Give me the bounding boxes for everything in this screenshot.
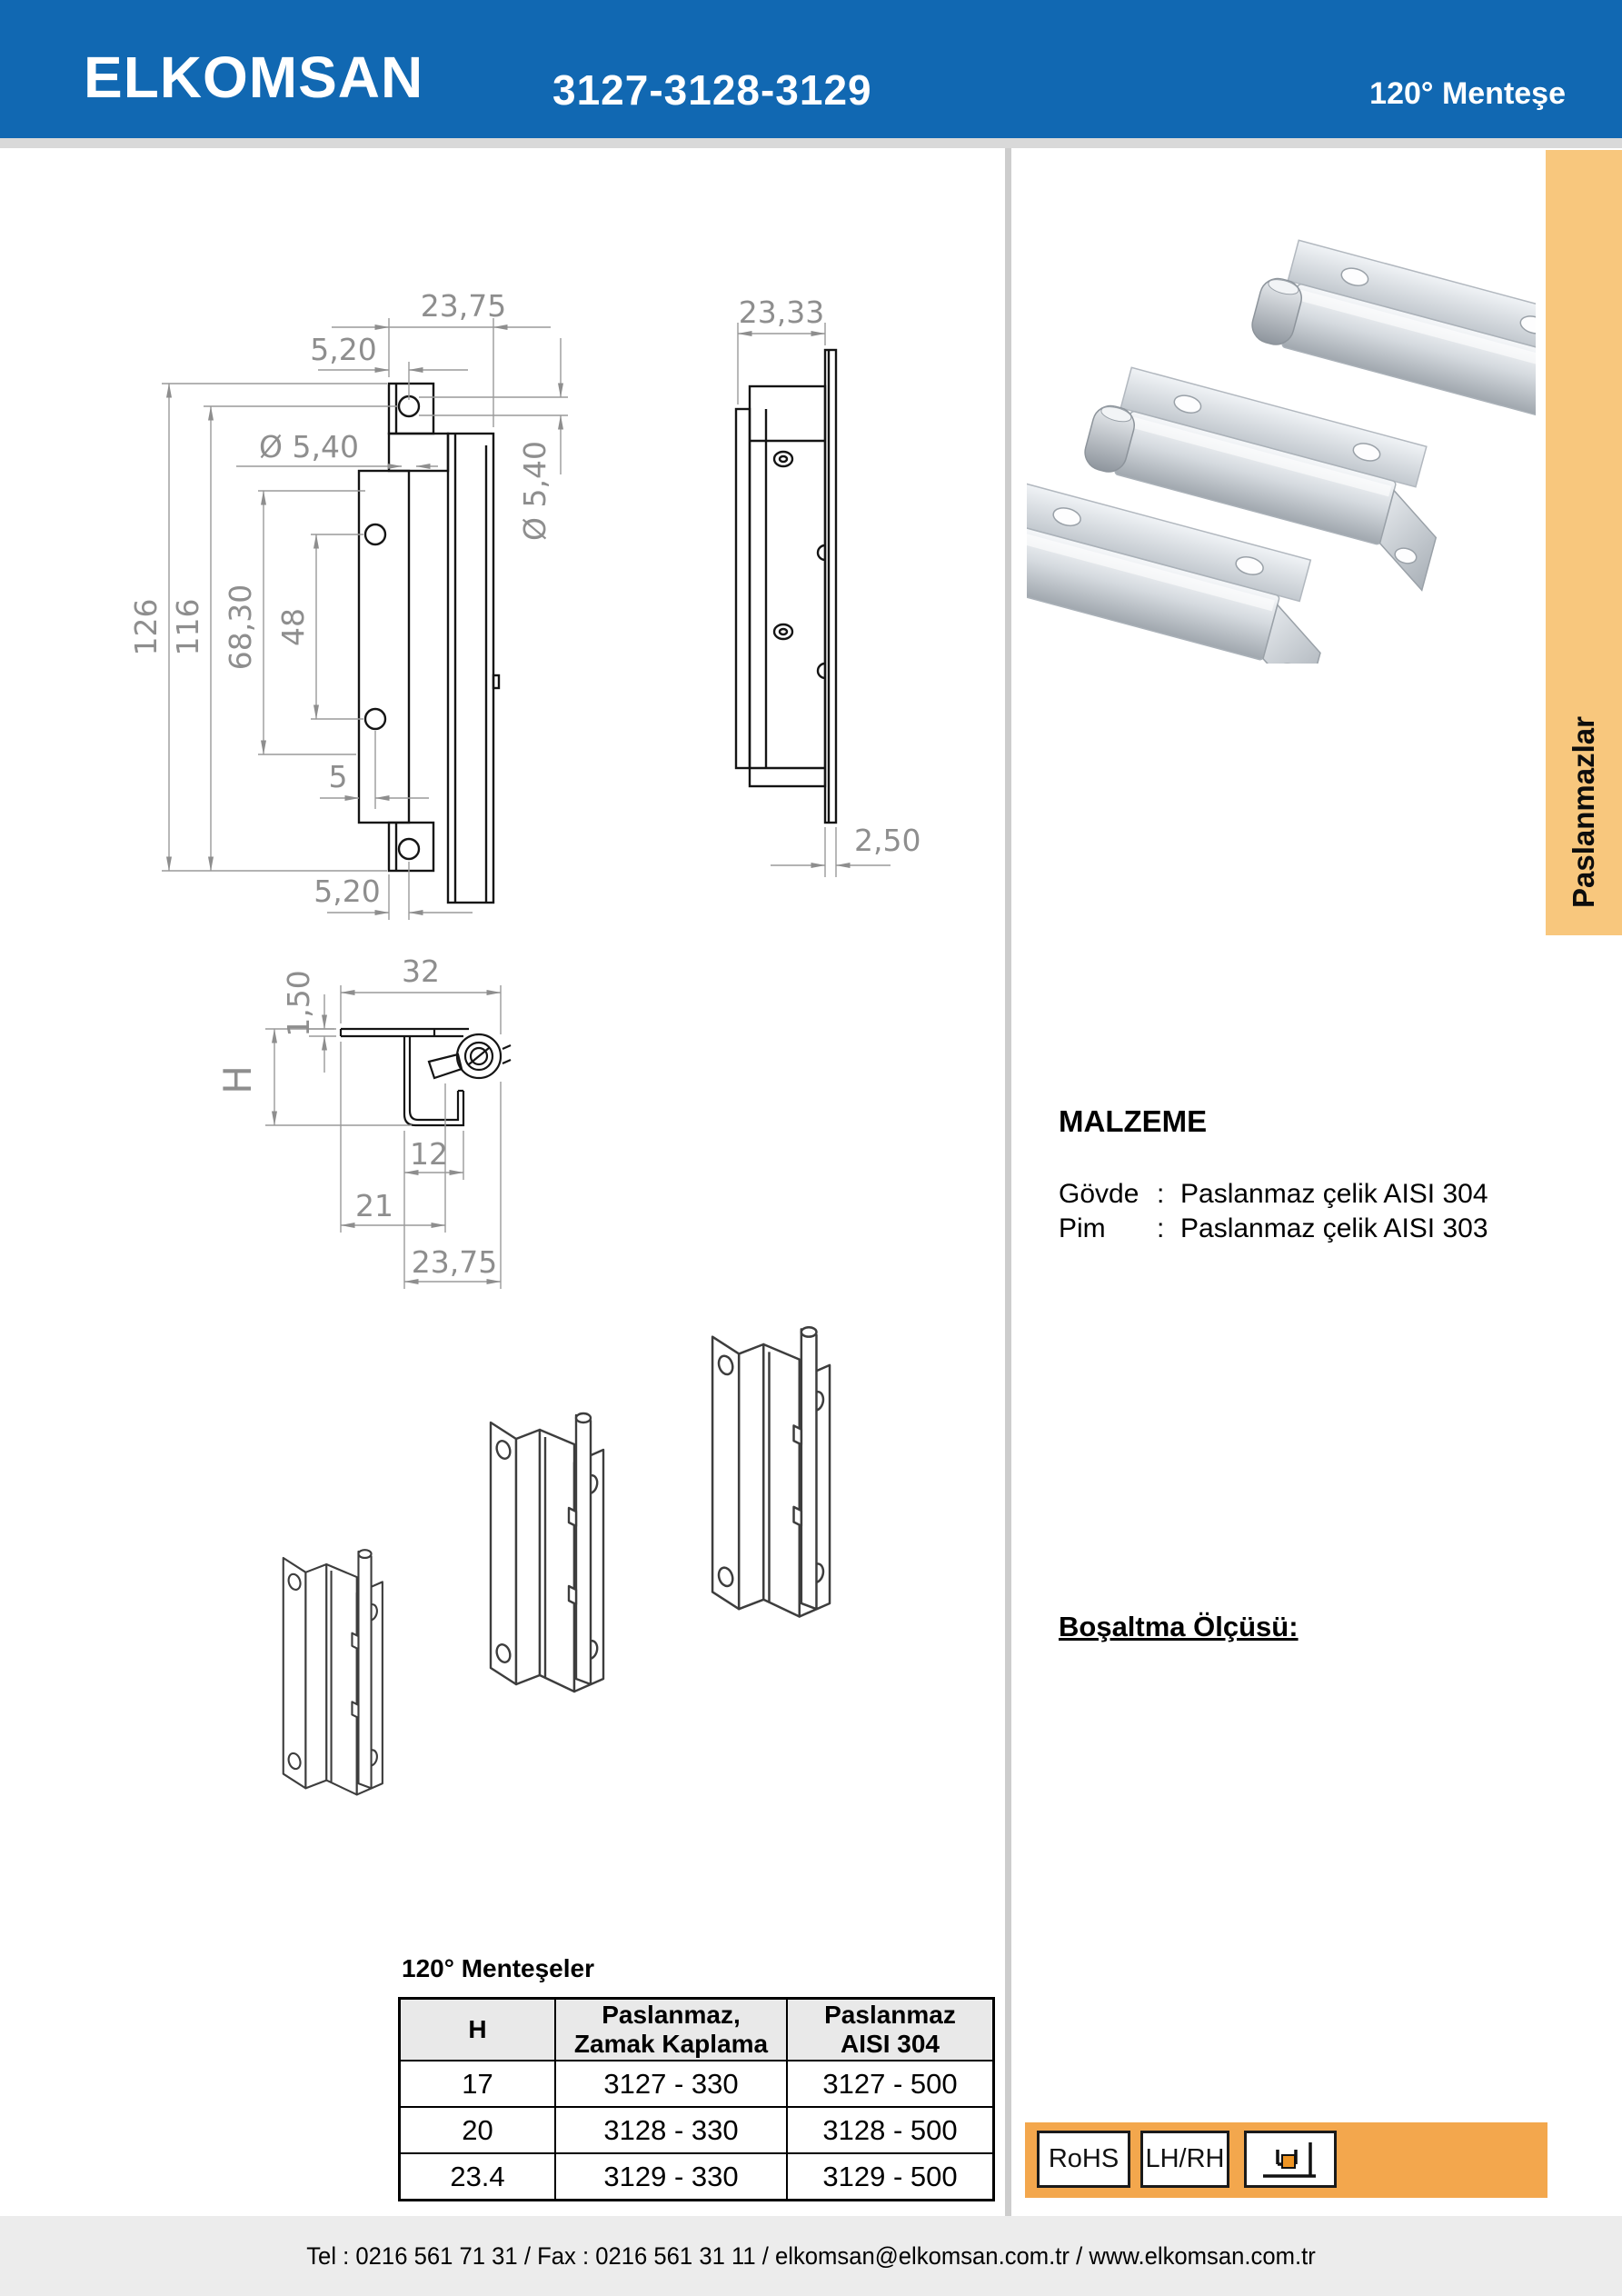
isometric-hinge-drawings [282, 1326, 831, 1796]
category-side-tab-label: Paslanmazlar [1567, 716, 1600, 908]
footer-bar: Tel : 0216 561 71 31 / Fax : 0216 561 31… [0, 2216, 1622, 2296]
col-header-aisi: Paslanmaz AISI 304 [786, 1997, 995, 2061]
table-title: 120° Menteşeler [402, 1954, 594, 1982]
dim-offset: 21 [355, 1188, 393, 1223]
dim-depth: 23,33 [739, 294, 824, 330]
hinge-profile-outline [339, 1027, 512, 1127]
front-view-technical-drawing: 23,75 5,20 Ø 5,40 Ø 5,40 126 116 68,30 4… [128, 288, 568, 920]
dim-height-label: H [215, 1065, 260, 1094]
cell-zamak: 3127 - 330 [554, 2060, 788, 2108]
col-header-zamak: Paslanmaz, Zamak Kaplama [554, 1997, 788, 2061]
dim-top-width: 23,75 [421, 288, 506, 324]
handing-badge: LH/RH [1140, 2131, 1229, 2188]
iso-hinge-large [711, 1326, 831, 1618]
dim-inner-width: 12 [410, 1136, 448, 1172]
material-label: Pim [1059, 1213, 1106, 1243]
side-view-dimension-labels: 23,33 2,50 [739, 294, 921, 858]
material-separator: : [1157, 1213, 1165, 1243]
cell-aisi: 3128 - 500 [786, 2106, 995, 2154]
column-divider [1005, 148, 1011, 2216]
mounting-badge [1244, 2131, 1337, 2188]
iso-hinge-medium [489, 1412, 605, 1693]
door-corner-icon [1263, 2141, 1316, 2178]
product-codes-title: 3127-3128-3129 [552, 66, 872, 114]
materials-section: MALZEME Gövde : Paslanmaz çelik AISI 304… [1059, 1104, 1488, 1246]
table-row: 17 3127 - 330 3127 - 500 [398, 2060, 995, 2108]
dim-top-offset: 5,20 [310, 332, 376, 367]
profile-dimension-labels: 32 1,50 H 12 21 23,75 [215, 953, 497, 1280]
dim-profile-width: 32 [402, 953, 440, 989]
dim-hole-spacing-inner: 48 [275, 608, 311, 646]
cell-h: 20 [398, 2106, 556, 2154]
dim-hole-spacing-outer: 68,30 [223, 584, 258, 670]
rohs-badge: RoHS [1037, 2131, 1130, 2188]
dim-thickness: 2,50 [854, 823, 920, 858]
side-view-technical-drawing: 23,33 2,50 [734, 294, 921, 877]
header-bar: ELKOMSAN 3127-3128-3129 120° Menteşe [0, 0, 1622, 138]
variants-table: H Paslanmaz, Zamak Kaplama Paslanmaz AIS… [398, 1997, 995, 2201]
side-view-dimension-lines [737, 323, 891, 877]
front-view-dimension-labels: 23,75 5,20 Ø 5,40 Ø 5,40 126 116 68,30 4… [128, 288, 552, 909]
cell-h: 17 [398, 2060, 556, 2108]
category-side-tab: Paslanmazlar [1546, 150, 1622, 935]
col-header-line: AISI 304 [841, 2030, 940, 2058]
discharge-dimension-heading: Boşaltma Ölçüsü: [1059, 1611, 1299, 1642]
profile-dimension-lines [265, 985, 502, 1289]
dim-total-depth: 23,75 [412, 1244, 497, 1280]
cell-zamak: 3129 - 330 [554, 2152, 788, 2201]
table-row: 20 3128 - 330 3128 - 500 [398, 2106, 995, 2154]
brand-logo: ELKOMSAN [84, 45, 424, 110]
table-header-row: H Paslanmaz, Zamak Kaplama Paslanmaz AIS… [398, 1997, 995, 2061]
material-row-pin: Pim : Paslanmaz çelik AISI 303 [1059, 1212, 1488, 1246]
dim-edge-offset: 5 [329, 759, 348, 794]
dim-body-height: 116 [170, 599, 205, 656]
col-header-line: Paslanmaz, [602, 2001, 741, 2029]
cell-aisi: 3129 - 500 [786, 2152, 995, 2201]
footer-contact-text: Tel : 0216 561 71 31 / Fax : 0216 561 31… [306, 2241, 1316, 2270]
col-header-line: H [468, 2015, 487, 2043]
front-view-dimension-lines [162, 318, 568, 920]
hinge-side-outline [734, 348, 838, 824]
col-header-line: Paslanmaz [824, 2001, 956, 2029]
material-value: Paslanmaz çelik AISI 304 [1180, 1179, 1488, 1209]
dim-sheet-thickness: 1,50 [281, 970, 316, 1036]
material-row-body: Gövde : Paslanmaz çelik AISI 304 [1059, 1177, 1488, 1212]
cell-h: 23.4 [398, 2152, 556, 2201]
materials-heading: MALZEME [1059, 1104, 1208, 1138]
material-separator: : [1157, 1179, 1165, 1209]
material-label: Gövde [1059, 1179, 1139, 1209]
header-divider-strip [0, 138, 1622, 148]
cell-zamak: 3128 - 330 [554, 2106, 788, 2154]
material-value: Paslanmaz çelik AISI 303 [1180, 1213, 1488, 1243]
cell-aisi: 3127 - 500 [786, 2060, 995, 2108]
col-header-h: H [398, 1997, 556, 2061]
dim-hole-dia-side: Ø 5,40 [517, 441, 552, 541]
table-row: 23.4 3129 - 330 3129 - 500 [398, 2152, 995, 2201]
product-photo-render [1027, 233, 1536, 664]
dim-hole-dia: Ø 5,40 [259, 429, 359, 464]
profile-section-drawing: 32 1,50 H 12 21 23,75 [215, 953, 512, 1289]
badge-strip: RoHS LH/RH [1025, 2122, 1547, 2198]
dim-bottom-offset: 5,20 [313, 873, 380, 909]
dim-total-height: 126 [128, 599, 164, 656]
hinge-front-outline [357, 382, 501, 904]
iso-hinge-small [282, 1549, 383, 1796]
product-type-label: 120° Menteşe [1369, 76, 1566, 111]
col-header-line: Zamak Kaplama [573, 2030, 769, 2058]
